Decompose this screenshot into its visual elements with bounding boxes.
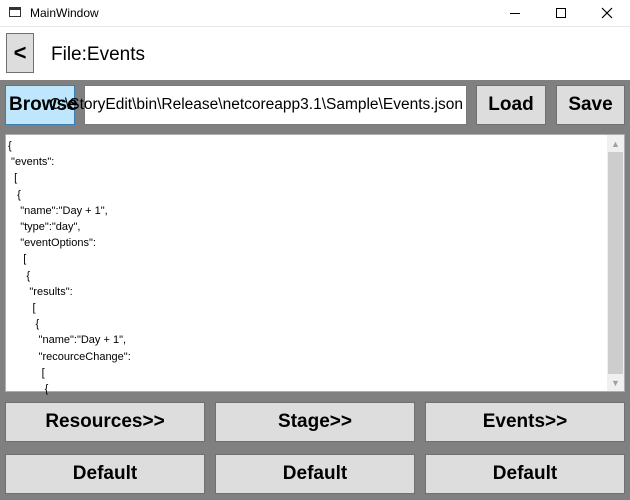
- json-editor[interactable]: { "events": [ { "name":"Day + 1", "type"…: [5, 134, 625, 395]
- default-button-3[interactable]: Default: [425, 454, 625, 494]
- back-button[interactable]: <: [6, 33, 34, 73]
- title-bar: MainWindow: [0, 0, 630, 27]
- default-button-2[interactable]: Default: [215, 454, 415, 494]
- vertical-scrollbar[interactable]: ▲ ▼: [607, 135, 624, 391]
- minimize-button[interactable]: [492, 0, 538, 26]
- scroll-down-icon[interactable]: ▼: [611, 377, 620, 388]
- page-title: File:Events: [51, 44, 145, 65]
- maximize-icon: [556, 8, 566, 18]
- window-title: MainWindow: [30, 6, 99, 20]
- default-button-1[interactable]: Default: [5, 454, 205, 494]
- json-editor-content[interactable]: { "events": [ { "name":"Day + 1", "type"…: [8, 140, 131, 396]
- events-button[interactable]: Events>>: [425, 402, 625, 442]
- workspace: Browse C:\StoryEdit\bin\Release\netcorea…: [0, 80, 630, 500]
- stage-button[interactable]: Stage>>: [215, 402, 415, 442]
- load-button[interactable]: Load: [476, 85, 546, 125]
- minimize-icon: [510, 12, 520, 14]
- app-window-icon: [9, 7, 21, 17]
- close-button[interactable]: [584, 0, 630, 26]
- resources-button[interactable]: Resources>>: [5, 402, 205, 442]
- file-path-input[interactable]: C:\StoryEdit\bin\Release\netcoreapp3.1\S…: [49, 85, 467, 125]
- scrollbar-thumb[interactable]: [608, 152, 623, 374]
- save-button[interactable]: Save: [556, 85, 625, 125]
- page-header: < File:Events: [0, 27, 630, 80]
- file-path-value: C:\StoryEdit\bin\Release\netcoreapp3.1\S…: [49, 96, 463, 113]
- scroll-up-icon[interactable]: ▲: [611, 138, 620, 149]
- browse-button[interactable]: Browse: [5, 85, 78, 125]
- maximize-button[interactable]: [538, 0, 584, 26]
- close-icon: [601, 7, 613, 19]
